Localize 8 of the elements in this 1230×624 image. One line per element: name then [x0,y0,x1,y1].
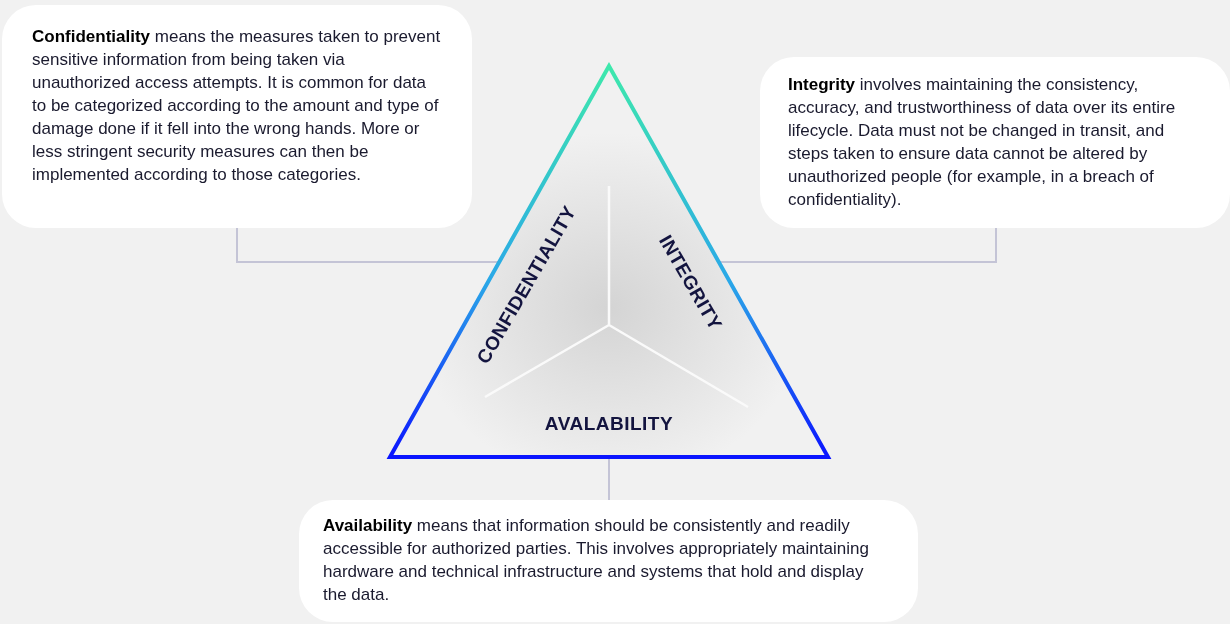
description-text: Confidentiality means the measures taken to prevent sensitive information from being taken via unauthorized access attempts. It is common for data to be categorized according to the amount and type of damage done if it fell into the wrong hands. More or less stringent security measures can then be implemented according to those categories. [32,26,442,186]
description-card [2,5,472,228]
description-text: Integrity involves maintaining the consistency, accuracy, and trustworthiness of data over its entire lifecycle. Data must not be changed in transit, and steps taken to ensure data cannot be altered by unauthorized people (for example, in a breach of confidentiality). [788,74,1177,211]
connector-line [608,458,610,501]
description-text: Availability means that information should be consistently and readily accessible for authorized parties. This involves appropriately maintaining hardware and technical infrastructure and systems that hold and display the data. [323,515,870,606]
description-card [299,500,918,622]
description-card [760,57,1230,228]
pillar-label: AVALABILITY [544,411,674,436]
